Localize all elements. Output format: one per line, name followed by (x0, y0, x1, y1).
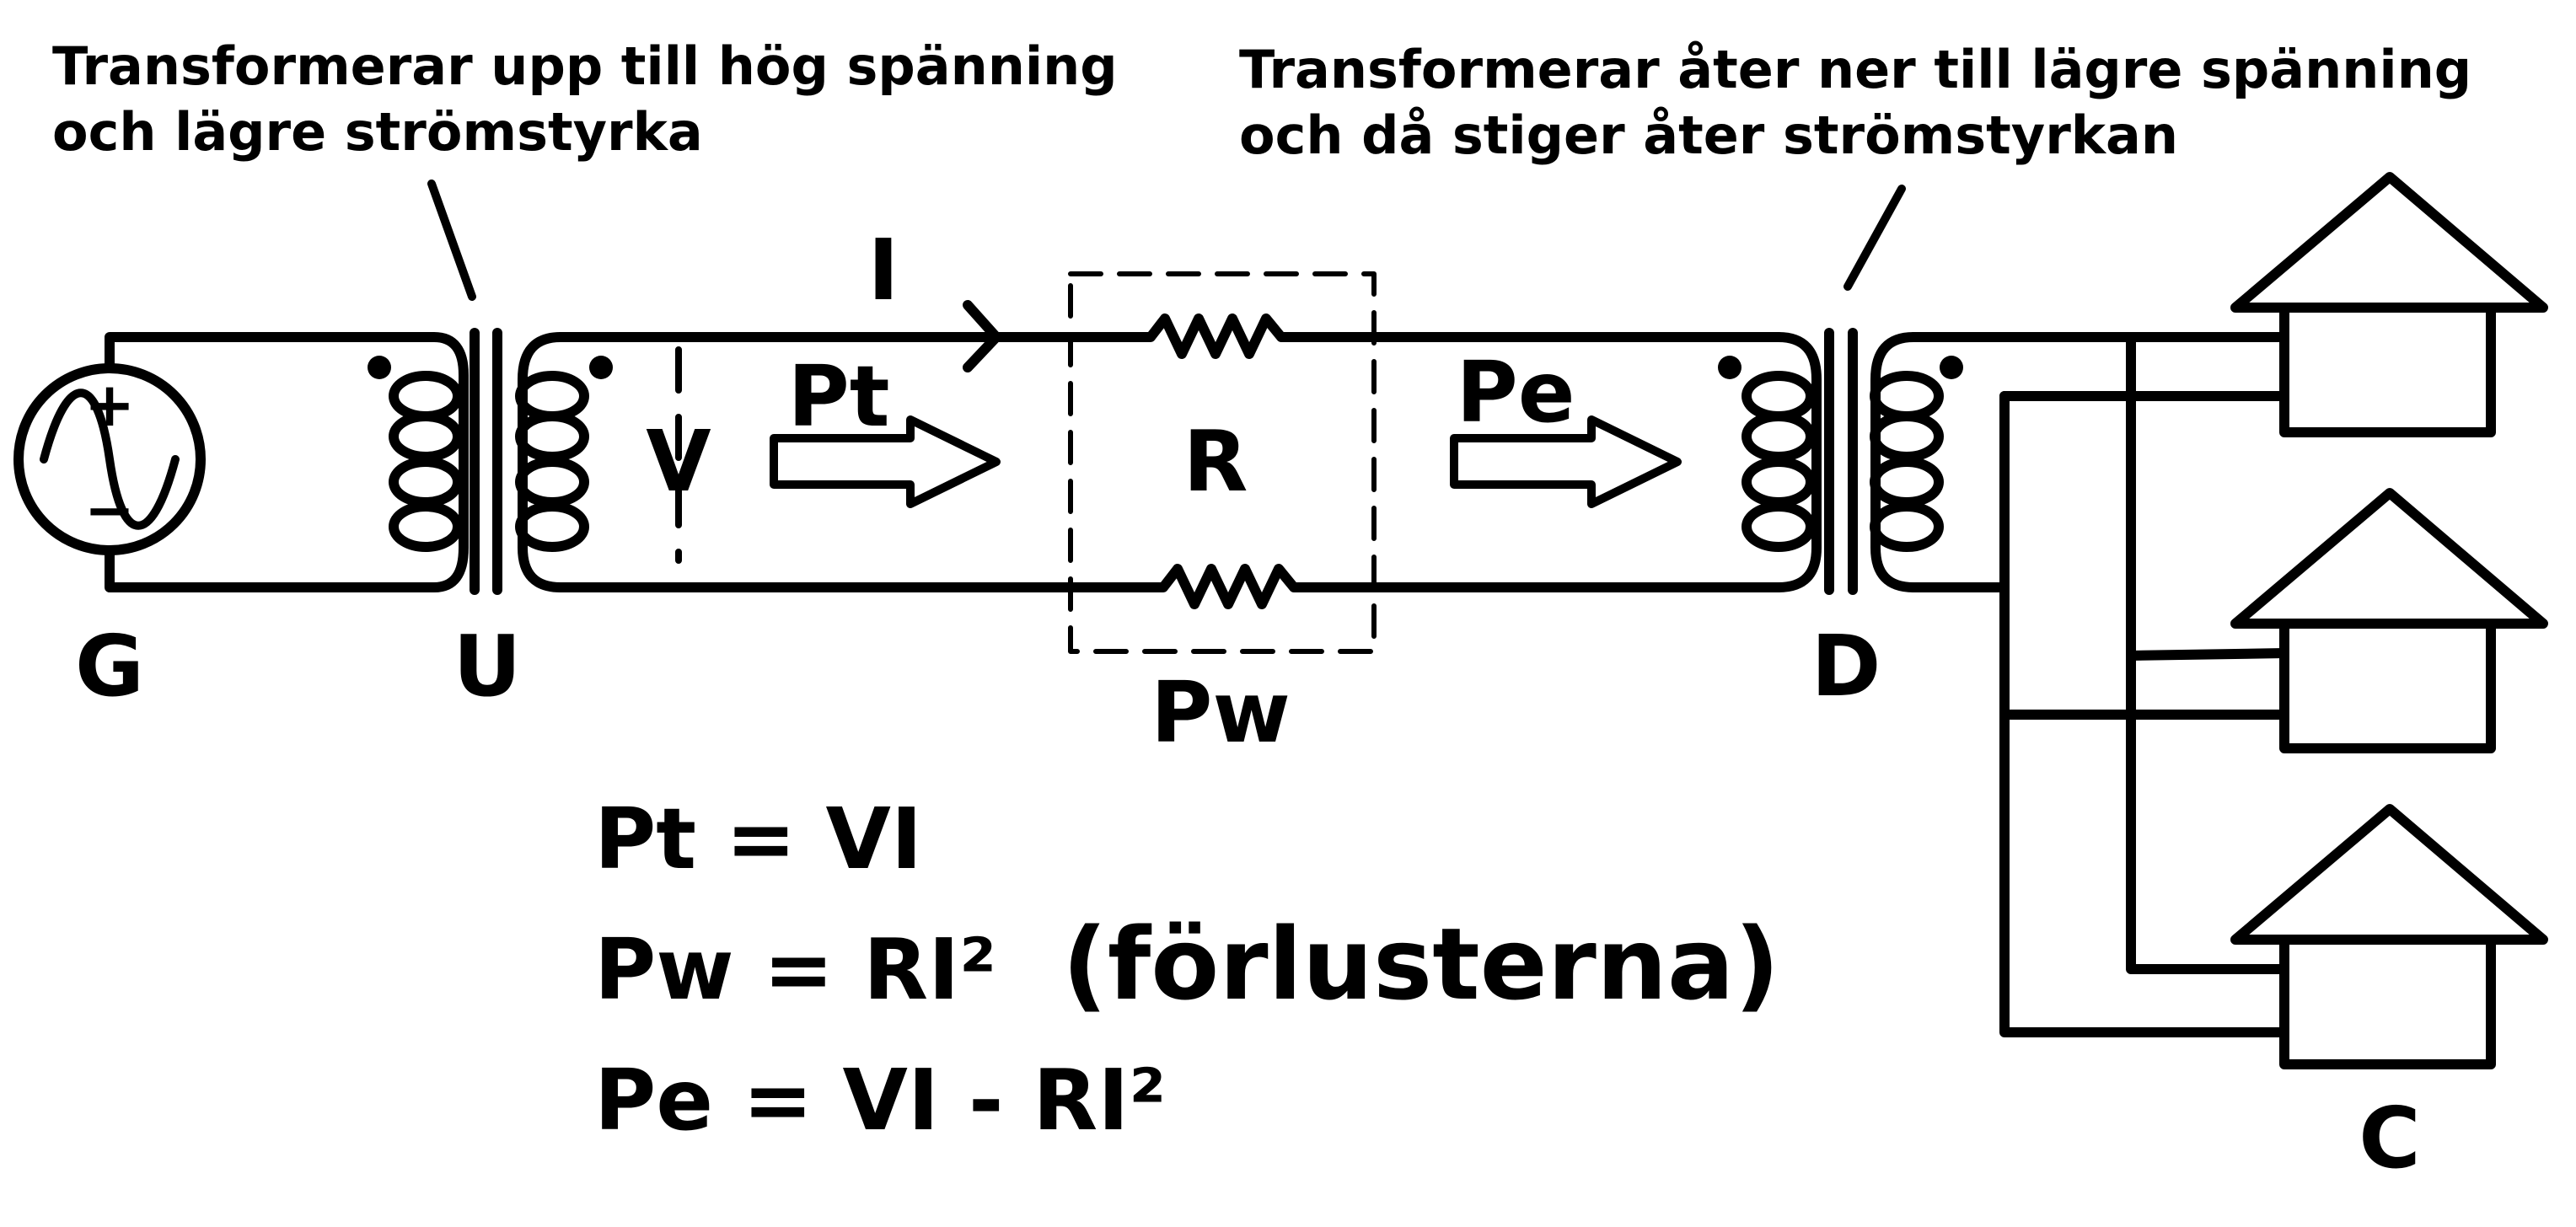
step-down-secondary-dot (1940, 356, 1963, 379)
equation-delivered-power: Pe = VI - RI² (594, 1051, 1166, 1149)
step-down-secondary-coil (1870, 371, 1944, 552)
label-step-down-transformer: D (1811, 617, 1881, 715)
equation-loss-power: Pw = RI² (594, 920, 996, 1019)
annotation-step-down-line2: och då stiger åter strömstyrkan (1239, 104, 2178, 166)
generator-plus-sign: + (84, 369, 135, 440)
house-3 (2230, 804, 2548, 1069)
step-down-secondary-wire (1870, 332, 1919, 592)
transmitted-power-arrow (770, 415, 1001, 508)
label-current: I (867, 221, 899, 319)
step-up-leader-line (427, 179, 476, 301)
step-up-secondary-dot (589, 356, 613, 379)
label-resistance: R (1183, 412, 1248, 511)
equation-loss-note: (förlusterna) (1062, 906, 1779, 1022)
house-1 (2230, 172, 2548, 437)
resistance-box (1068, 271, 1377, 654)
distribution-bus-a (2126, 332, 2289, 974)
step-up-primary-dot (368, 356, 391, 379)
step-down-primary-wire (1774, 332, 1822, 592)
step-down-primary-dot (1718, 356, 1741, 379)
step-up-primary-coil (389, 371, 463, 552)
step-up-secondary-wire (518, 332, 566, 592)
label-voltage: V (646, 412, 711, 511)
label-transmitted-power: Pt (787, 347, 889, 446)
generator-loop-wire (105, 332, 469, 592)
bus-a-house2-branch (2126, 648, 2289, 661)
delivered-power-arrow (1450, 415, 1682, 508)
step-up-secondary-coil (515, 371, 589, 552)
top-transmission-line (555, 313, 1784, 359)
label-step-up-transformer: U (453, 617, 521, 715)
label-consumers: C (2359, 1089, 2420, 1187)
bottom-transmission-line (555, 564, 1784, 609)
step-down-leader-line (1843, 185, 1906, 291)
equation-transmitted-power: Pt = VI (594, 790, 922, 888)
distribution-bus-b (1999, 391, 2289, 1037)
annotation-step-down-line1: Transformerar åter ner till lägre spänni… (1239, 39, 2471, 100)
label-loss-power: Pw (1151, 663, 1291, 762)
label-delivered-power: Pe (1456, 343, 1575, 442)
generator-minus-sign: − (84, 474, 135, 545)
annotation-step-up-line2: och lägre strömstyrka (52, 101, 703, 163)
step-down-primary-coil (1741, 371, 1816, 552)
label-generator: G (75, 617, 144, 715)
current-arrow-head (963, 300, 1001, 372)
annotation-step-up-line1: Transformerar upp till hög spänning (52, 35, 1118, 97)
house-2 (2230, 488, 2548, 753)
